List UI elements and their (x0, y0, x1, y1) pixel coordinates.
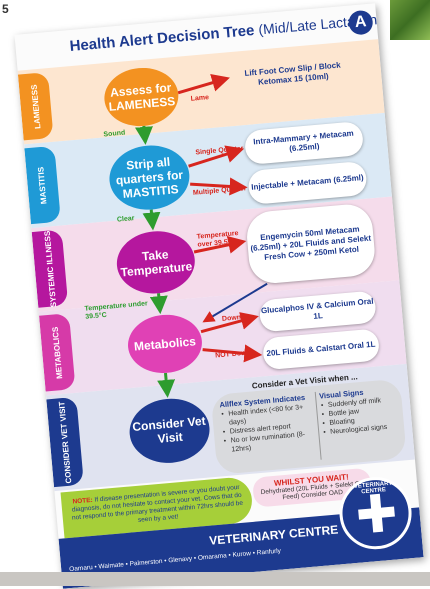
tab-lameness-label: LAMENESS (29, 83, 43, 129)
veterinary-centre-logo: VETERINARY CENTRE (336, 474, 415, 553)
footer-towns: Oamaru • Waimate • Palmerston • Glenavy … (68, 547, 282, 574)
vet-visit-panel: Consider a Vet Visit when ... Allflex Sy… (210, 372, 407, 475)
table-surface (0, 572, 430, 586)
decision-tree-poster: Health Alert Decision Tree (Mid/Late Lac… (14, 3, 424, 589)
tab-vet-label: CONSIDER VET VISIT (57, 400, 74, 484)
treatment-systemic: Engemycin 50ml Metacam (6.25ml) + 20L Fl… (244, 202, 377, 286)
visual-signs-list: Suddenly off milk Bottle jaw Bloating Ne… (320, 395, 403, 438)
tab-mastitis-label: MASTITIS (36, 165, 49, 204)
note-text: If disease presentation is severe or you… (71, 483, 244, 524)
cross-icon (358, 506, 395, 520)
allflex-list: Health index (<80 for 3+ days) Distress … (220, 402, 320, 455)
background-photo (390, 0, 430, 40)
tab-metabolics-label: METABOLICS (50, 325, 65, 379)
visual-signs-column: Visual Signs Suddenly off milk Bottle ja… (319, 385, 403, 438)
tab-systemic-label: SYSTEMIC ILLNESS (42, 229, 58, 308)
title-main-text: Health Alert Decision Tree (68, 21, 256, 56)
footer-title: VETERINARY CENTRE (208, 522, 339, 548)
note-content: NOTE: If disease presentation is severe … (69, 484, 245, 531)
tab-lameness: LAMENESS (17, 72, 54, 141)
allflex-column: Allflex System Indicates Health index (<… (219, 392, 319, 455)
page-number: 5 (2, 2, 9, 16)
